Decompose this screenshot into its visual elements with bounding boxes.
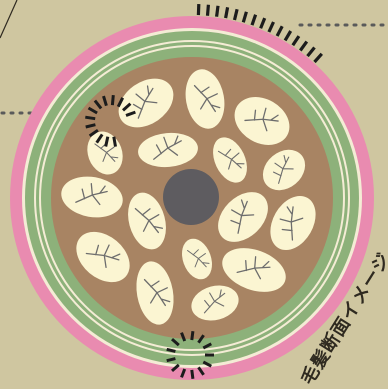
- hatch-tick: [192, 331, 193, 340]
- hatch-tick: [269, 22, 274, 32]
- hatch-tick: [285, 31, 291, 40]
- hatch-tick: [261, 18, 265, 28]
- corner-line: [0, 0, 17, 38]
- hatch-tick: [114, 137, 116, 147]
- hatch-tick: [167, 359, 176, 361]
- hatch-tick: [300, 42, 307, 51]
- hatch-tick: [252, 15, 256, 25]
- hatch-tick: [192, 370, 193, 379]
- medulla: [163, 169, 219, 225]
- hatch-tick: [315, 54, 322, 62]
- hatch-tick: [112, 95, 113, 105]
- hatch-tick: [293, 36, 299, 45]
- hatch-tick: [277, 26, 282, 36]
- hatch-tick: [167, 349, 176, 351]
- hatch-tick: [235, 9, 238, 20]
- hatch-tick: [243, 12, 246, 22]
- hatch-tick: [308, 48, 315, 57]
- hatch-tick: [106, 137, 108, 147]
- hatch-tick: [208, 5, 209, 16]
- hatch-tick: [217, 6, 218, 17]
- hatch-tick: [85, 117, 95, 119]
- hatch-tick: [226, 7, 228, 18]
